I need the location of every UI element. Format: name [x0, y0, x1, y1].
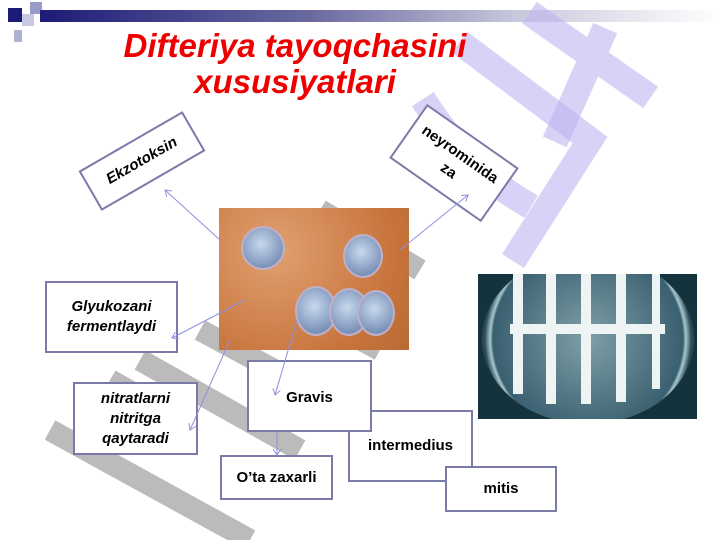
bacteria-colony-photo [219, 208, 409, 350]
glyukozani-box: Glyukozani fermentlaydi [45, 281, 178, 353]
gravis-box: Gravis [247, 360, 372, 432]
deco-square [8, 8, 22, 22]
deco-square [30, 2, 42, 14]
ota-zaxarli-box: O’ta zaxarli [220, 455, 333, 500]
arrow-gravis [275, 319, 298, 395]
arrow-neyrominidaza [399, 195, 468, 251]
mitis-box: mitis [445, 466, 557, 512]
deco-square [22, 14, 34, 26]
petri-dish-photo [478, 274, 697, 419]
arrow-ekzotoksin [165, 190, 221, 241]
nitratlarni-box: nitratlarni nitritga qaytaradi [73, 382, 198, 455]
slide-title: Difteriya tayoqchasini xususiyatlari [123, 27, 467, 100]
deco-square [14, 30, 22, 42]
arrow-nitratlarni [190, 339, 231, 430]
arrow-glyukozani [172, 299, 246, 338]
